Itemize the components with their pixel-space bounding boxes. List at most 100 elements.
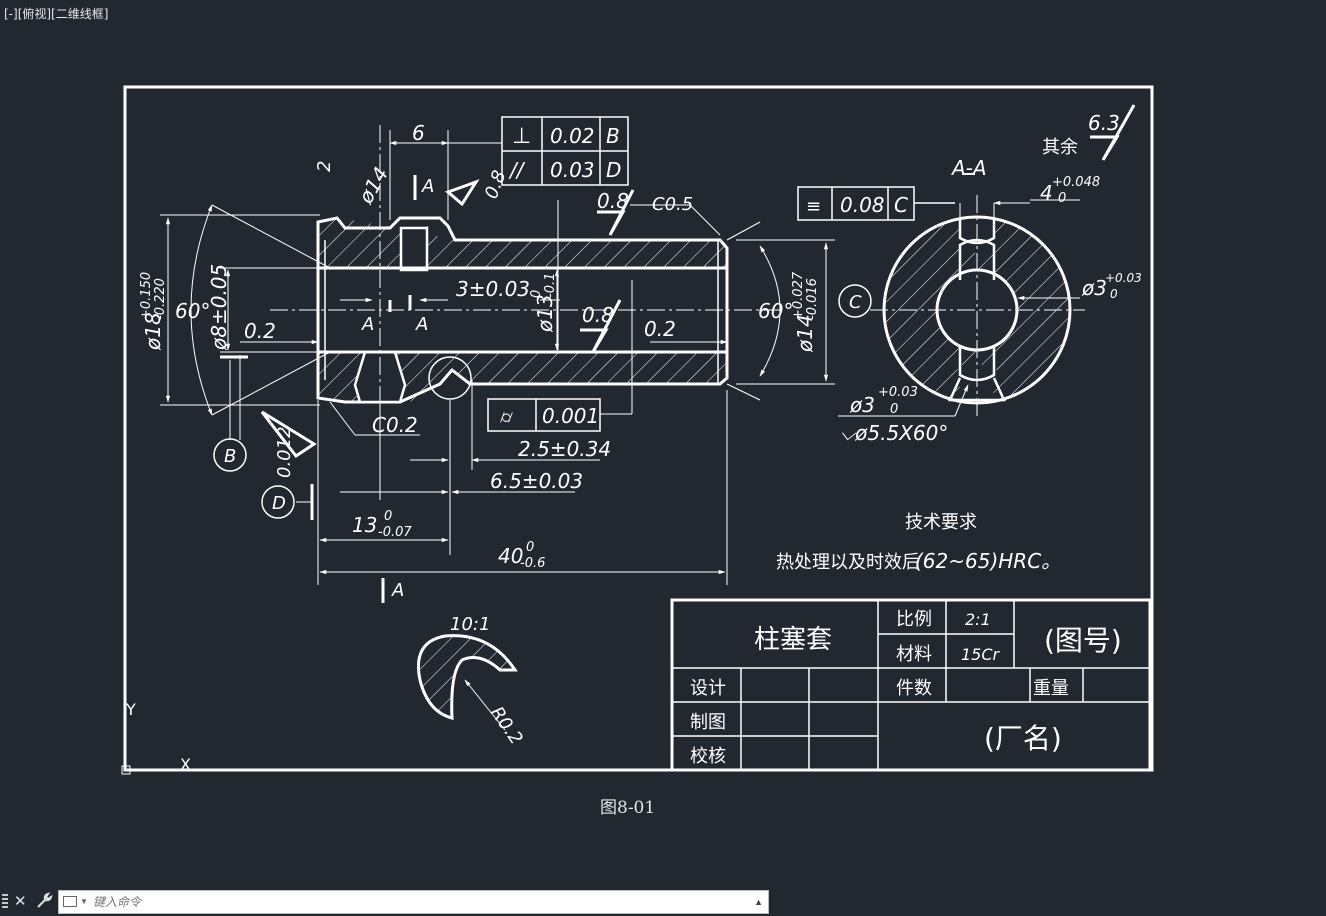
dim-2: 2 (314, 161, 335, 172)
drawing-canvas[interactable]: ⊥ 0.02 B // 0.03 D ≡ 0.08 C ⌭ 0.001 6 2 … (0, 0, 1326, 880)
gdt-top-datum-2: D (606, 158, 621, 182)
scale-label: 比例 (896, 609, 932, 630)
roughness-08-bore: 0.8 (582, 303, 614, 327)
dim-6: 6 (412, 121, 425, 145)
section-a-a-view (838, 173, 1085, 420)
tech-req-text: 热处理以及时效后 (776, 552, 920, 573)
datum-d-label: D (272, 493, 286, 514)
gdt-top-value-2: 0.03 (550, 158, 595, 182)
dim-phi3-right-tol-up: +0.03 (1105, 271, 1142, 285)
draw-label: 制图 (690, 712, 726, 733)
dim-3: 3±0.03 (456, 277, 530, 301)
dim-6-5: 6.5±0.03 (490, 469, 583, 493)
dim-phi18-tol-low: -0.220 (153, 278, 168, 320)
dimension-lines (160, 130, 835, 603)
dim-phi13: ø13 (533, 294, 557, 333)
tech-req-value: (62~65)HRC。 (915, 549, 1061, 573)
section-mark-a-left: A (361, 314, 374, 335)
section-mark-a-top: A (421, 176, 434, 197)
drawing-border (123, 85, 1154, 772)
gdt-frames (487, 116, 955, 432)
weight-label: 重量 (1033, 678, 1069, 699)
chamfer-c02: C0.2 (372, 413, 418, 437)
dim-phi18: ø18 (141, 312, 165, 351)
detail-view (416, 634, 518, 731)
dim-02-right: 0.2 (644, 317, 676, 341)
dim-phi13-tol-low: -0.1 (543, 273, 558, 298)
quantity-label: 件数 (896, 678, 932, 699)
gdt-symmetry-value: 0.08 (840, 193, 885, 217)
section-a-a-title: A-A (950, 156, 987, 180)
design-label: 设计 (690, 678, 726, 699)
dim-2-5: 2.5±0.34 (518, 437, 611, 461)
command-prompt-icon[interactable] (63, 896, 77, 907)
datum-b-label: B (224, 446, 236, 467)
triangle-up-icon[interactable]: ▲ (754, 897, 763, 907)
dim-phi14-right: ø14 (793, 314, 817, 353)
ucs-x-label: X (180, 755, 191, 774)
dim-4-tol-up: +0.048 (1052, 175, 1100, 190)
figure-caption: 图8-01 (600, 798, 656, 818)
dim-60-right: 60° (758, 299, 793, 323)
main-section-view (270, 125, 780, 500)
viewport-controls-label[interactable]: [-][俯视][二维线框] (4, 7, 109, 21)
tech-req-title: 技术要求 (905, 512, 977, 533)
dim-02-left: 0.2 (244, 319, 276, 343)
dim-13-tol-low: -0.07 (378, 525, 412, 540)
material-value: 15Cr (961, 645, 1001, 664)
title-block (670, 598, 1152, 772)
dim-60-left: 60° (175, 299, 210, 323)
command-input[interactable] (93, 893, 733, 911)
detail-scale: 10:1 (450, 614, 490, 635)
roughness-08-right: 0.8 (597, 189, 629, 213)
gdt-symmetry-symbol: ≡ (806, 196, 821, 217)
gdt-cylindricity-value: 0.001 (542, 404, 599, 428)
dim-phi14-right-tol-low: -0.016 (805, 278, 820, 320)
dim-phi14-right-tol-up: +0.027 (791, 271, 806, 320)
command-line-bar: ✕ ▼ ▲ (0, 888, 1326, 916)
check-label: 校核 (690, 746, 726, 767)
dim-4: 4 (1040, 181, 1053, 205)
gdt-top-datum-1: B (606, 124, 620, 148)
roughness-other-label: 其余 (1042, 137, 1078, 158)
scale-value: 2:1 (965, 610, 991, 629)
dim-phi14-top: ø14 (353, 163, 393, 209)
grip-handle-icon[interactable] (2, 894, 8, 910)
command-input-box[interactable]: ▼ ▲ (58, 890, 769, 914)
datum-c-label: C (849, 292, 862, 313)
gdt-top-symbol-1: ⊥ (512, 124, 531, 149)
ucs-icon (121, 718, 178, 775)
company-name: (厂名) (984, 722, 1062, 755)
dim-phi3-right: ø3 (1081, 276, 1107, 300)
part-name: 柱塞套 (754, 625, 832, 655)
roughness-other-value: 6.3 (1088, 111, 1120, 135)
dim-40-tol-low: -0.6 (520, 556, 545, 571)
section-mark-a-bottom: A (391, 580, 404, 601)
roughness-symbols (260, 104, 1136, 459)
dim-13-tol-up: 0 (384, 509, 392, 524)
dim-phi3-bottom: ø3 (849, 393, 875, 417)
dim-phi8: ø8±0.05 (207, 264, 231, 351)
roughness-08-top: 0.8 (481, 168, 511, 202)
dim-countersink: ⌵ø5.5X60° (840, 421, 948, 445)
gdt-top-value-1: 0.02 (550, 124, 595, 148)
dim-phi13-tol-up: 0 (529, 290, 544, 298)
dim-13: 13 (352, 513, 377, 537)
dim-phi3-right-tol-low: 0 (1110, 287, 1118, 301)
drawing-number: (图号) (1044, 624, 1122, 657)
chamfer-c05: C0.5 (652, 194, 693, 215)
datum-circles (213, 284, 872, 519)
chevron-down-icon[interactable]: ▼ (80, 897, 88, 906)
dim-phi3-bottom-tol-up: +0.03 (878, 385, 918, 400)
close-icon[interactable]: ✕ (14, 893, 27, 910)
dim-phi18-tol-up: +0.150 (139, 272, 154, 320)
dim-40: 40 (498, 544, 523, 568)
gdt-symmetry-datum: C (894, 193, 908, 217)
dim-phi3-bottom-tol-low: 0 (890, 402, 898, 417)
wrench-icon[interactable] (34, 891, 54, 911)
detail-radius: R0.2 (486, 703, 527, 749)
gdt-cylindricity-symbol: ⌭ (500, 407, 513, 428)
material-label: 材料 (896, 644, 932, 665)
ucs-y-label: Y (125, 700, 136, 719)
dim-4-tol-low: 0 (1058, 191, 1066, 206)
